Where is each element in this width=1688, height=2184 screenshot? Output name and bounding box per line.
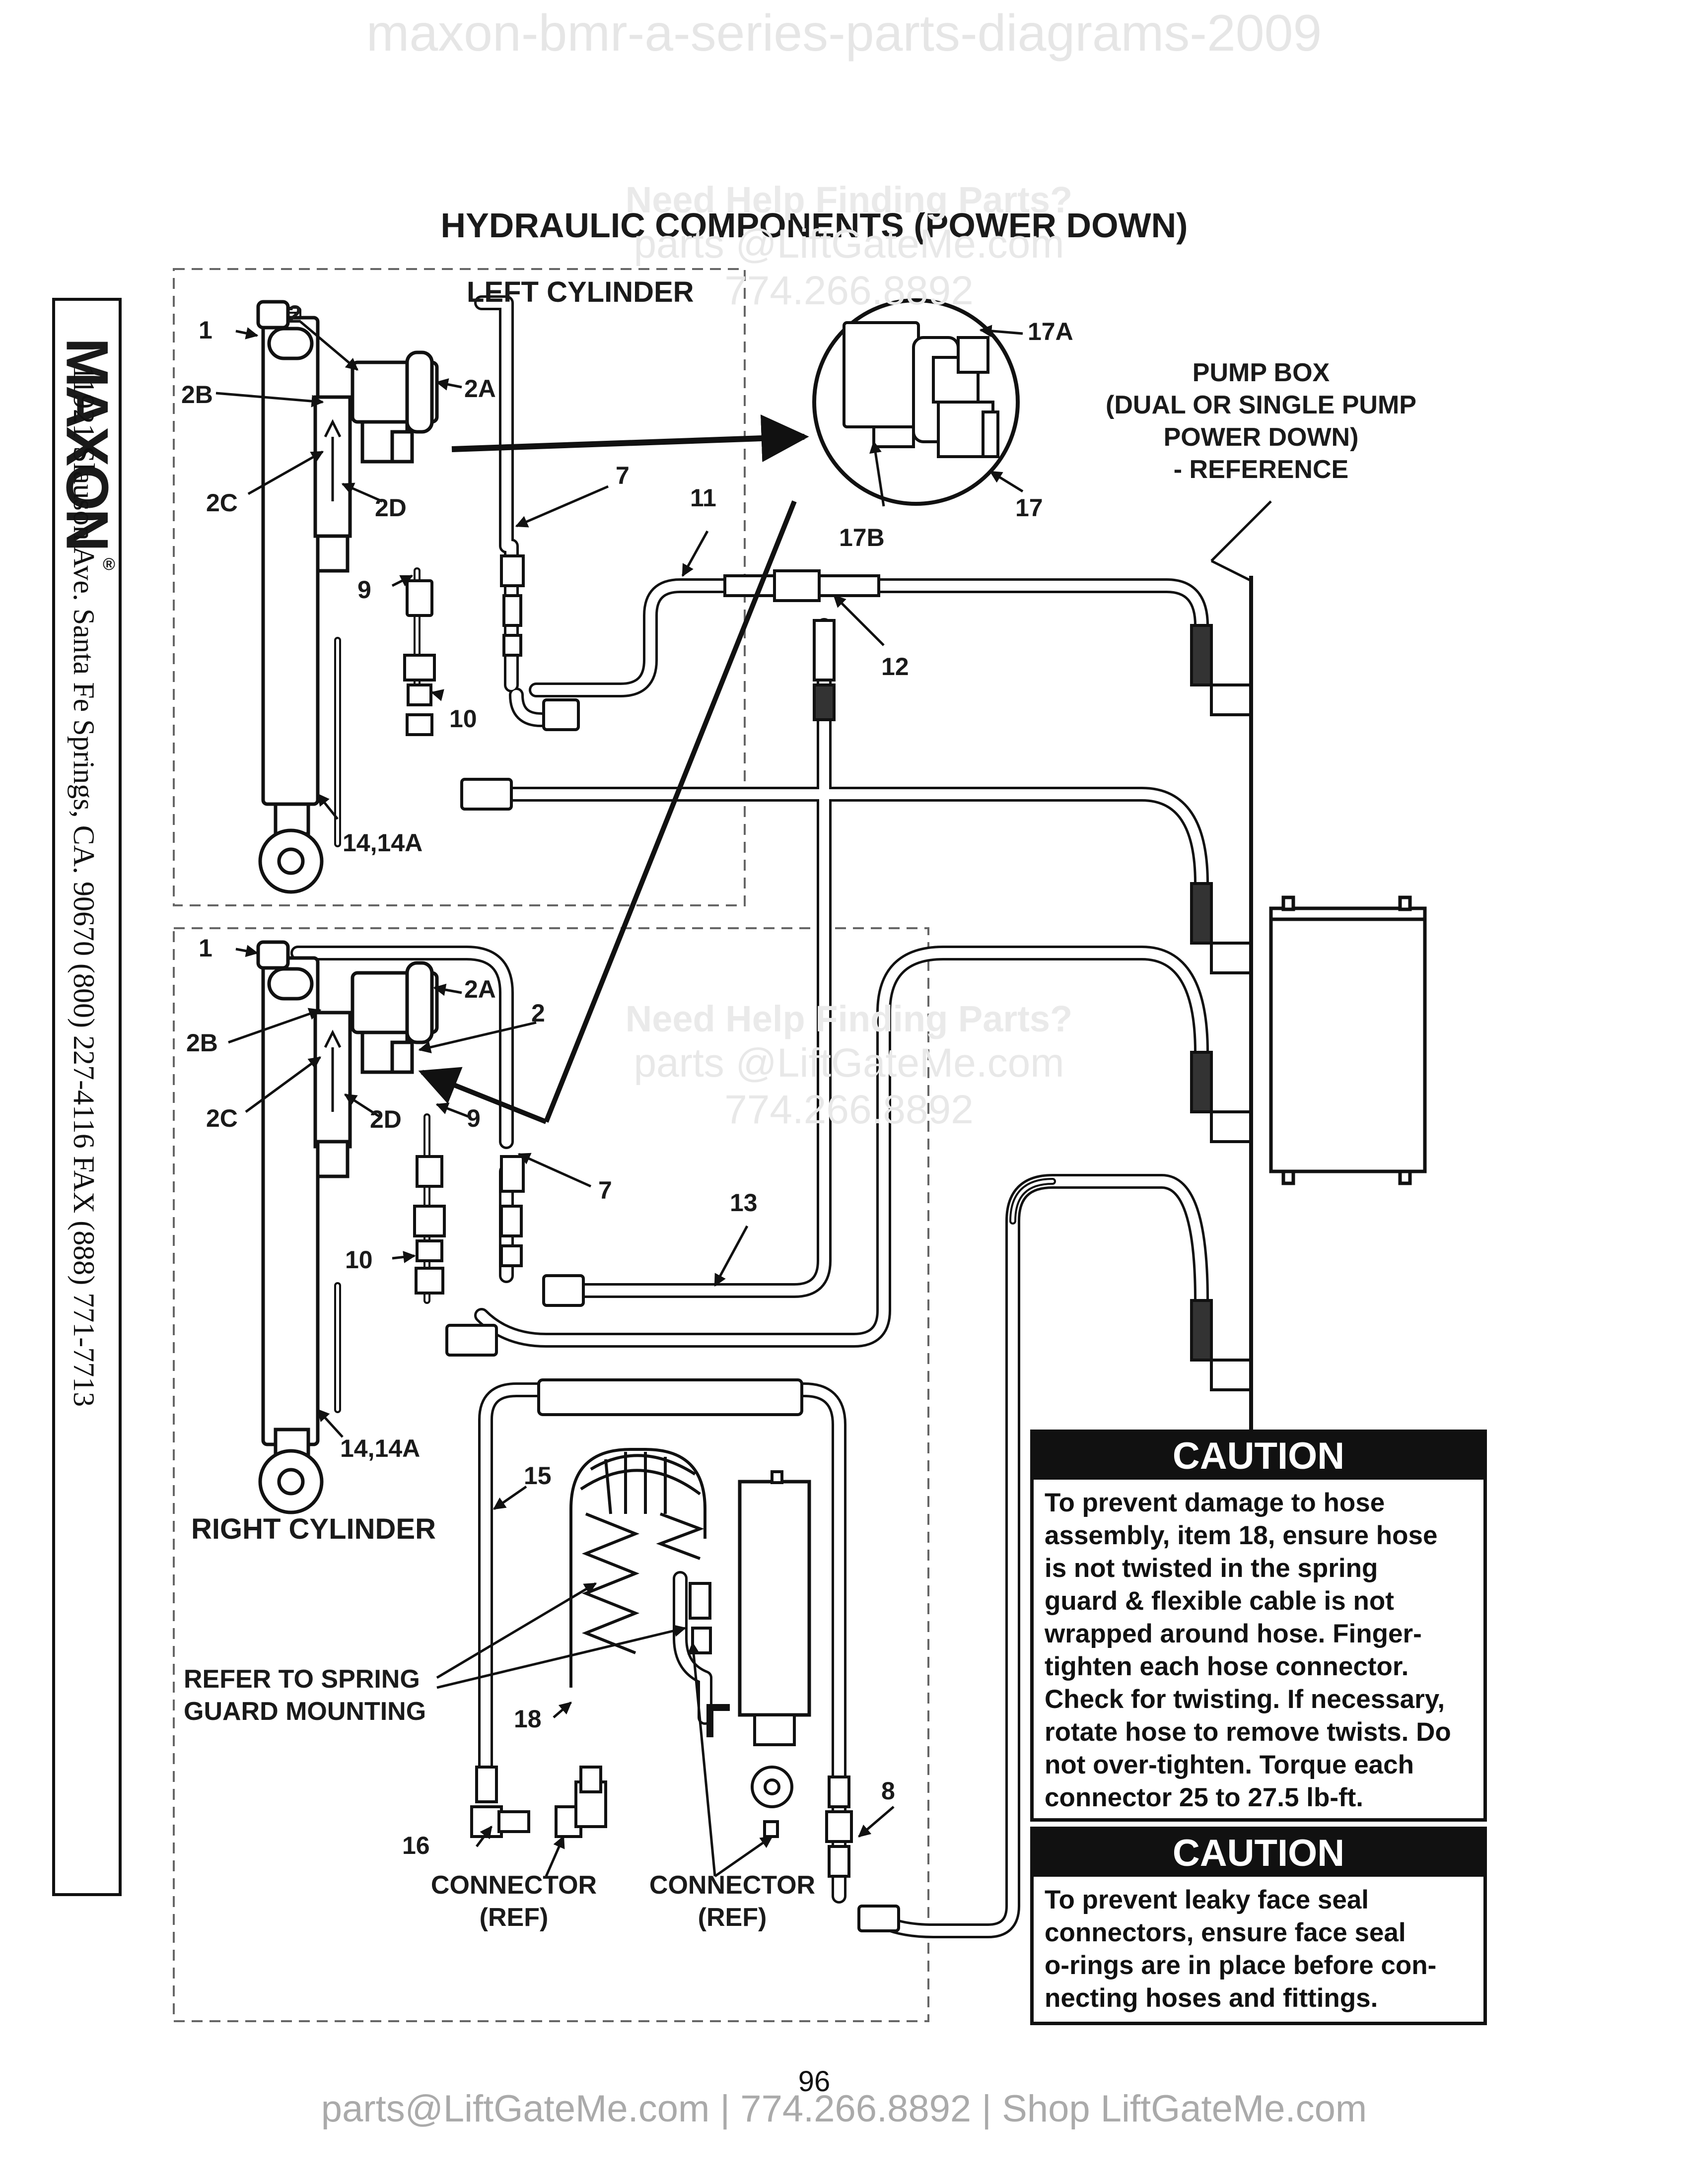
right-cylinder-label: RIGHT CYLINDER — [191, 1513, 436, 1545]
caution-heading: CAUTION — [1034, 1830, 1483, 1877]
callout-17b: 17B — [839, 524, 885, 551]
right-cylinder — [256, 940, 439, 1514]
callout-l-2: 2 — [288, 300, 302, 328]
callout-r-9: 9 — [467, 1104, 481, 1132]
side-banner: MAXON ® 11921 Slauson Ave. Santa Fe Spri… — [52, 298, 122, 1896]
callout-18: 18 — [514, 1705, 542, 1733]
callout-l-2d: 2D — [375, 494, 407, 522]
caution-text: To prevent leaky face seal connectors, e… — [1045, 1885, 1437, 2013]
spring-guard-label: REFER TO SPRING GUARD MOUNTING — [184, 1665, 426, 1726]
callout-l-9: 9 — [357, 576, 371, 604]
pump-box-label: PUMP BOX (DUAL OR SINGLE PUMP POWER DOWN… — [1106, 358, 1416, 484]
callout-l-10: 10 — [449, 705, 477, 733]
svg-text:(REF): (REF) — [698, 1903, 767, 1932]
caution-text: To prevent damage to hose assembly, item… — [1045, 1488, 1451, 1812]
svg-text:CONNECTOR: CONNECTOR — [431, 1871, 597, 1900]
callout-r-2: 2 — [531, 999, 545, 1027]
callout-l-11: 11 — [690, 484, 716, 512]
leader-lines — [215, 321, 1272, 1878]
callout-r-2a: 2A — [464, 975, 496, 1003]
left-cylinder — [256, 300, 439, 894]
svg-text:CONNECTOR: CONNECTOR — [649, 1871, 815, 1900]
callout-l-2b: 2B — [181, 381, 213, 409]
callout-r-2c: 2C — [206, 1104, 238, 1132]
header-watermark: maxon-bmr-a-series-parts-diagrams-2009 — [366, 4, 1322, 62]
callout-l-1: 1 — [199, 316, 212, 344]
callout-r-2b: 2B — [186, 1029, 218, 1057]
callout-16: 16 — [402, 1832, 430, 1859]
spring-guard — [537, 1378, 811, 1838]
callout-r-10: 10 — [345, 1246, 373, 1274]
callout-l-14: 14,14A — [343, 829, 422, 857]
callout-15: 15 — [524, 1462, 552, 1490]
pump-box — [1249, 576, 1427, 1430]
footer-contact: parts@LiftGateMe.com | 774.266.8892 | Sh… — [321, 2088, 1367, 2130]
left-cylinder-label: LEFT CYLINDER — [467, 276, 694, 308]
diagram-title: HYDRAULIC COMPONENTS (POWER DOWN) — [441, 206, 1188, 245]
caution-heading: CAUTION — [1034, 1433, 1483, 1480]
callout-r-1: 1 — [199, 934, 212, 962]
hoses — [265, 295, 1209, 1938]
page-number: 96 — [798, 2065, 831, 2098]
svg-text:- REFERENCE: - REFERENCE — [1174, 455, 1348, 484]
right-cylinder-outline — [173, 927, 929, 2022]
callout-17a: 17A — [1028, 318, 1073, 345]
svg-text:REFER TO SPRING: REFER TO SPRING — [184, 1665, 420, 1694]
callout-r-14: 14,14A — [340, 1434, 420, 1462]
svg-text:PUMP BOX: PUMP BOX — [1193, 358, 1330, 387]
help-watermark-middle: Need Help Finding Parts? parts @LiftGate… — [625, 998, 1073, 1132]
callout-l-2c: 2C — [206, 489, 238, 517]
callout-r-2d: 2D — [370, 1105, 402, 1133]
callout-r-13: 13 — [730, 1189, 758, 1217]
valve-detail — [812, 298, 1020, 506]
callout-8: 8 — [881, 1777, 895, 1805]
callout-l-12: 12 — [881, 653, 909, 681]
svg-text:POWER DOWN): POWER DOWN) — [1164, 423, 1359, 452]
caution-box-hose: CAUTION To prevent damage to hose assemb… — [1030, 1430, 1487, 1822]
callout-l-7: 7 — [616, 462, 630, 489]
svg-text:(DUAL OR SINGLE PUMP: (DUAL OR SINGLE PUMP — [1106, 391, 1416, 419]
svg-text:GUARD MOUNTING: GUARD MOUNTING — [184, 1697, 426, 1726]
callout-l-2a: 2A — [464, 375, 496, 403]
help-watermark-top: Need Help Finding Parts? parts @LiftGate… — [625, 179, 1073, 313]
registered-mark: ® — [103, 555, 116, 574]
callout-r-7: 7 — [598, 1176, 612, 1204]
svg-text:(REF): (REF) — [480, 1903, 549, 1932]
callout-numbers: 1 2 2A 2B 2C 2D 7 9 10 11 12 14,14A 17A … — [181, 300, 1073, 1859]
left-cylinder-outline — [173, 268, 746, 906]
caution-box-seal: CAUTION To prevent leaky face seal conne… — [1030, 1827, 1487, 2025]
fittings — [403, 554, 1253, 1932]
connector-ref-left: CONNECTOR (REF) — [431, 1871, 597, 1932]
callout-17: 17 — [1015, 494, 1043, 522]
connector-ref-right: CONNECTOR (REF) — [649, 1871, 815, 1932]
